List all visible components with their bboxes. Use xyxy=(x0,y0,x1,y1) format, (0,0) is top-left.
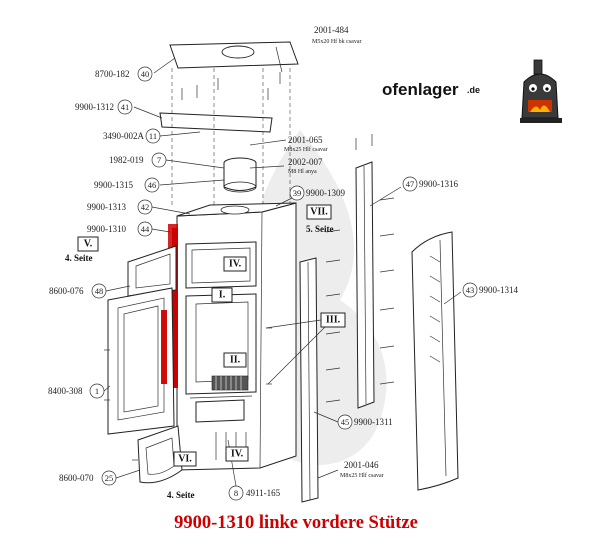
marker-I: I. xyxy=(219,290,226,301)
callout-39: 39 xyxy=(293,188,302,198)
label-8600-070: 8600-070 xyxy=(59,473,94,483)
callout-43: 43 xyxy=(466,285,475,295)
label-2002-007: 2002-007 xyxy=(288,157,323,167)
callout-8: 8 xyxy=(234,488,238,498)
label-2001-065: 2001-065 xyxy=(288,135,323,145)
curved-side-panel xyxy=(411,231,459,491)
label-9900-1310: 9900-1310 xyxy=(87,224,126,234)
label-8400-308: 8400-308 xyxy=(48,386,83,396)
seite-4-lower: 4. Seite xyxy=(167,490,195,500)
ofenlager-logo: ofenlager .de xyxy=(382,59,562,123)
note-2001-484: M5x20 Hf bk csavar xyxy=(312,38,362,45)
label-8700-182: 8700-182 xyxy=(95,69,130,79)
label-4911-165: 4911-165 xyxy=(246,488,281,498)
label-1982-019: 1982-019 xyxy=(109,155,144,165)
flue-collar xyxy=(223,157,257,193)
label-9900-1314: 9900-1314 xyxy=(479,285,518,295)
left-front-support-highlight xyxy=(172,228,178,388)
upper-door xyxy=(127,245,177,297)
marker-II: II. xyxy=(230,355,241,366)
note-2001-046: M8x25 Hlf csavar xyxy=(340,472,384,479)
marker-IV-lower: IV. xyxy=(231,449,244,460)
marker-III: III. xyxy=(326,315,341,326)
logo-text: ofenlager xyxy=(382,80,459,99)
marker-IV-upper: IV. xyxy=(229,259,242,270)
stove-body xyxy=(176,202,297,471)
note-2002-007: M8 Hl anya xyxy=(288,169,317,175)
callout-41: 41 xyxy=(121,102,130,112)
label-2001-046: 2001-046 xyxy=(344,460,379,470)
label-9900-1316: 9900-1316 xyxy=(419,179,458,189)
note-2001-065: M8x25 Hlf csavar xyxy=(284,146,328,153)
label-2001-484: 2001-484 xyxy=(314,25,349,35)
logo-suffix: .de xyxy=(467,85,480,95)
callout-7: 7 xyxy=(157,155,161,165)
label-9900-1311: 9900-1311 xyxy=(354,417,393,427)
side-markers: V. 4. Seite I. II. IV. IV. III. VII. 5. … xyxy=(65,204,346,500)
top-profile-rail xyxy=(159,112,273,133)
label-9900-1315: 9900-1315 xyxy=(94,180,133,190)
marker-VII: VII. xyxy=(310,207,328,218)
lower-door xyxy=(132,425,183,484)
callout-40: 40 xyxy=(141,69,150,79)
main-door xyxy=(104,287,175,435)
callout-47: 47 xyxy=(406,179,415,189)
callout-25: 25 xyxy=(105,473,114,483)
callout-11: 11 xyxy=(149,131,157,141)
stove-mascot-icon xyxy=(520,59,562,123)
part-labels: 8700-182 40 9900-1312 41 3490-002A 11 19… xyxy=(48,25,518,501)
side-screws xyxy=(325,134,395,403)
callout-45: 45 xyxy=(341,417,350,427)
callout-44: 44 xyxy=(141,224,150,234)
callout-1: 1 xyxy=(95,386,99,396)
marker-VI: VI. xyxy=(178,454,192,465)
seite-4-upper: 4. Seite xyxy=(65,253,93,263)
support-top-highlight xyxy=(168,224,178,248)
label-9900-1313: 9900-1313 xyxy=(87,202,126,212)
callout-48: 48 xyxy=(95,286,104,296)
label-3490-002A: 3490-002A xyxy=(103,131,144,141)
top-cover-plate xyxy=(169,41,299,69)
label-8600-076: 8600-076 xyxy=(49,286,84,296)
grate xyxy=(211,375,249,391)
callout-42: 42 xyxy=(141,202,150,212)
seite-5: 5. Seite xyxy=(306,224,334,234)
callout-46: 46 xyxy=(148,180,157,190)
label-9900-1312: 9900-1312 xyxy=(75,102,114,112)
marker-V: V. xyxy=(84,239,93,250)
label-9900-1309: 9900-1309 xyxy=(306,188,345,198)
screws-top xyxy=(181,72,281,100)
part-caption: 9900-1310 linke vordere Stütze xyxy=(174,513,418,533)
